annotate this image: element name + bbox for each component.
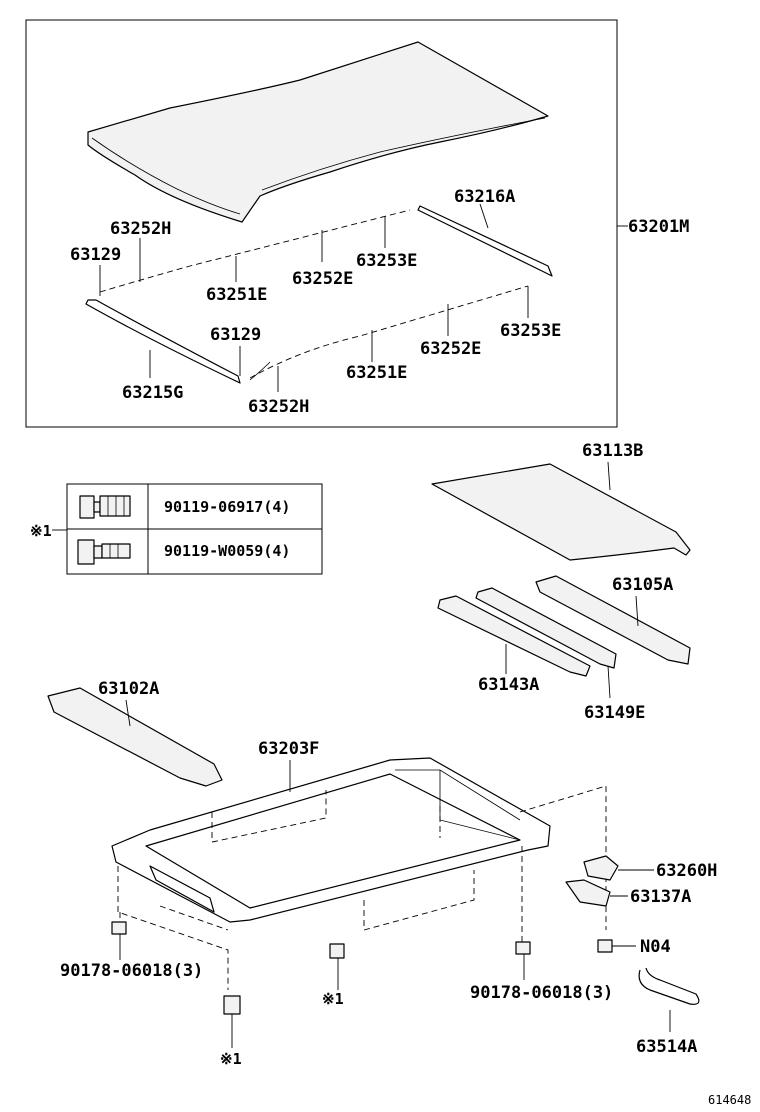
label-63149E: 63149E	[584, 703, 645, 723]
label-63105A: 63105A	[612, 575, 673, 595]
bolt-icon-2	[77, 539, 131, 565]
roof-bow-63149E	[475, 587, 617, 669]
label-63253E-b: 63253E	[500, 321, 561, 341]
roof-glass-edge-2	[261, 117, 546, 191]
hose-63514A	[638, 967, 700, 1005]
bolt-row-2: 90119-W0059(4)	[164, 542, 290, 560]
label-63203F: 63203F	[258, 739, 319, 759]
molding-63215G	[85, 299, 241, 384]
ref-mark-2: ※1	[220, 1050, 242, 1068]
label-63215G: 63215G	[122, 383, 183, 403]
label-90178-right: 90178-06018(3)	[470, 983, 613, 1003]
label-90178-left: 90178-06018(3)	[60, 961, 203, 981]
sunroof-housing-63203F	[111, 757, 551, 923]
label-63251E-b: 63251E	[346, 363, 407, 383]
nut-left	[111, 921, 127, 935]
label-63113B: 63113B	[582, 441, 643, 461]
label-63143A: 63143A	[478, 675, 539, 695]
diagram-code: 614648	[708, 1093, 751, 1107]
label-63129-b: 63129	[210, 325, 261, 345]
bolt-center	[329, 943, 345, 959]
ref-mark-key: ※1	[30, 522, 52, 540]
bolt-bottom	[223, 995, 241, 1015]
bolt-icon-1	[79, 495, 131, 519]
housing-rail	[395, 769, 521, 821]
label-63252H-b: 63252H	[248, 397, 309, 417]
nut-right	[515, 941, 531, 955]
label-63251E-a: 63251E	[206, 285, 267, 305]
bolt-row-1: 90119-06917(4)	[164, 498, 290, 516]
roof-assembly-frame	[25, 19, 618, 428]
bolt-n04	[597, 939, 613, 953]
label-63201M: 63201M	[628, 217, 689, 237]
seal-end	[249, 361, 271, 381]
label-63252E-a: 63252E	[292, 269, 353, 289]
bracket-63260H	[583, 855, 619, 881]
label-63216A: 63216A	[454, 187, 515, 207]
label-63137A: 63137A	[630, 887, 691, 907]
front-drain	[149, 865, 215, 913]
roof-bow-63105A	[535, 575, 691, 665]
label-63252E-b: 63252E	[420, 339, 481, 359]
label-63102A: 63102A	[98, 679, 159, 699]
front-header-63102A	[47, 687, 223, 787]
bracket-63137A	[565, 879, 611, 907]
label-N04: N04	[640, 937, 671, 957]
roof-glass-panel	[87, 41, 549, 223]
ref-mark-1: ※1	[322, 990, 344, 1008]
molding-63216A	[417, 205, 553, 277]
label-63253E-a: 63253E	[356, 251, 417, 271]
label-63514A: 63514A	[636, 1037, 697, 1057]
label-63260H: 63260H	[656, 861, 717, 881]
roof-glass-edge	[91, 137, 241, 215]
roof-bow-63143A	[437, 595, 591, 677]
label-63252H-a: 63252H	[110, 219, 171, 239]
seal-strip-lower	[249, 285, 529, 379]
label-63129-a: 63129	[70, 245, 121, 265]
seal-strip-upper	[99, 209, 411, 293]
roof-panel-63113B	[431, 463, 691, 561]
sunroof-opening	[145, 773, 521, 909]
